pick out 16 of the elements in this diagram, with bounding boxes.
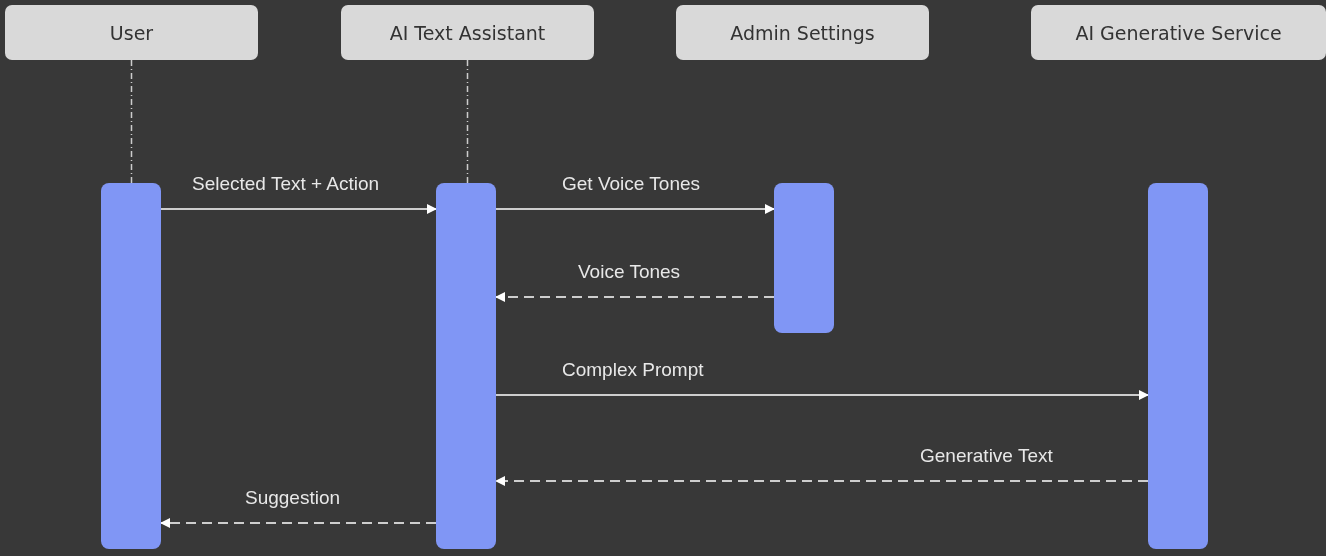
participant-box: AI Text Assistant bbox=[341, 5, 594, 60]
message-arrow bbox=[160, 204, 437, 214]
participant-box: User bbox=[5, 5, 258, 60]
message-arrow bbox=[495, 476, 1149, 486]
lifeline bbox=[466, 59, 469, 184]
message-arrow bbox=[160, 518, 437, 528]
activation-bar bbox=[774, 183, 834, 333]
activation-bar bbox=[436, 183, 496, 549]
message-arrow bbox=[495, 390, 1149, 400]
message-arrow bbox=[495, 292, 775, 302]
activation-bar bbox=[101, 183, 161, 549]
participant-box: Admin Settings bbox=[676, 5, 929, 60]
participant-box: AI Generative Service bbox=[1031, 5, 1326, 60]
message-arrow bbox=[495, 204, 775, 214]
activation-bar bbox=[1148, 183, 1208, 549]
lifeline bbox=[130, 59, 133, 184]
